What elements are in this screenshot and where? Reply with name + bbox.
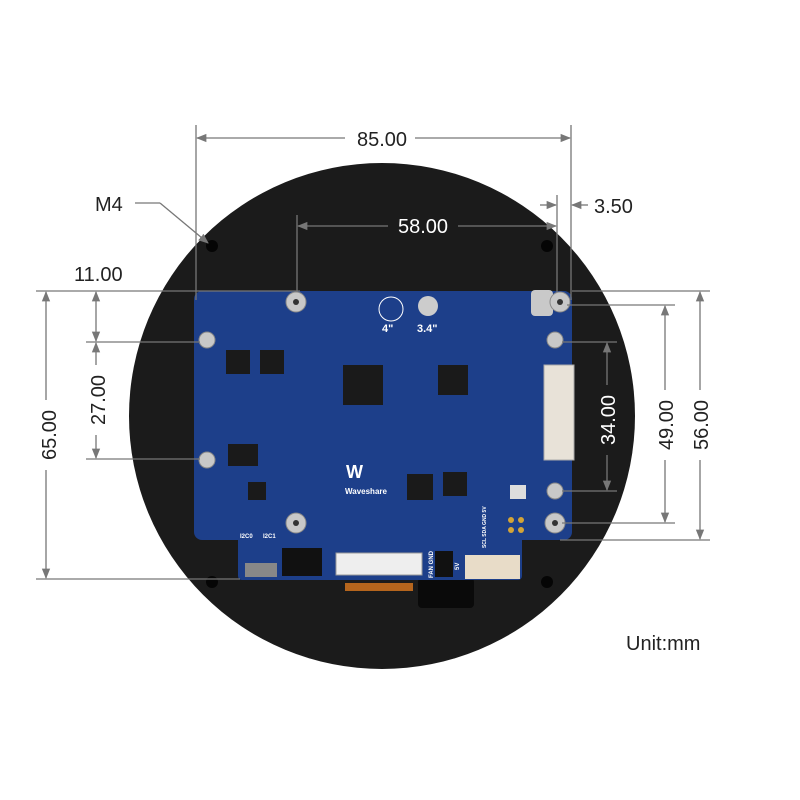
mount-hole: [541, 576, 553, 588]
label-fan-5v: 5V: [455, 563, 461, 570]
dimension-lines: [36, 125, 710, 580]
dim-overall-width: 85.00: [357, 129, 407, 151]
waveshare-logo: W: [346, 462, 363, 482]
label-4-inch: 4": [382, 323, 393, 335]
label-fan: FAN GND: [429, 550, 435, 578]
driver-board: 4" 3.4" W Waveshare I2C0 I2C1 FAN GND 5V…: [194, 290, 575, 591]
unit-label: Unit:mm: [626, 633, 700, 655]
dim-edge-offset: 3.50: [594, 196, 633, 218]
dim-hole-spacing-top: 58.00: [398, 216, 448, 238]
label-i2c1: I2C1: [263, 534, 276, 540]
dim-overall-height: 65.00: [39, 410, 61, 460]
dim-hole-spacing-right: 34.00: [598, 395, 620, 445]
dim-hole-spacing-left: 27.00: [88, 375, 110, 425]
brand-name: Waveshare: [345, 487, 388, 496]
mount-hole: [206, 240, 218, 252]
label-3-4-inch: 3.4": [417, 323, 438, 335]
screw: [198, 331, 216, 349]
dim-right-outer: 56.00: [691, 400, 713, 450]
dim-top-offset: 11.00: [74, 264, 123, 286]
dim-right-inner: 49.00: [656, 400, 678, 450]
dim-mount-hole: M4: [95, 194, 123, 216]
mount-hole: [541, 240, 553, 252]
label-i2c0: I2C0: [240, 534, 253, 540]
mount-hole: [206, 576, 218, 588]
label-header-pins: SCL SDA GND 5V: [482, 506, 488, 548]
